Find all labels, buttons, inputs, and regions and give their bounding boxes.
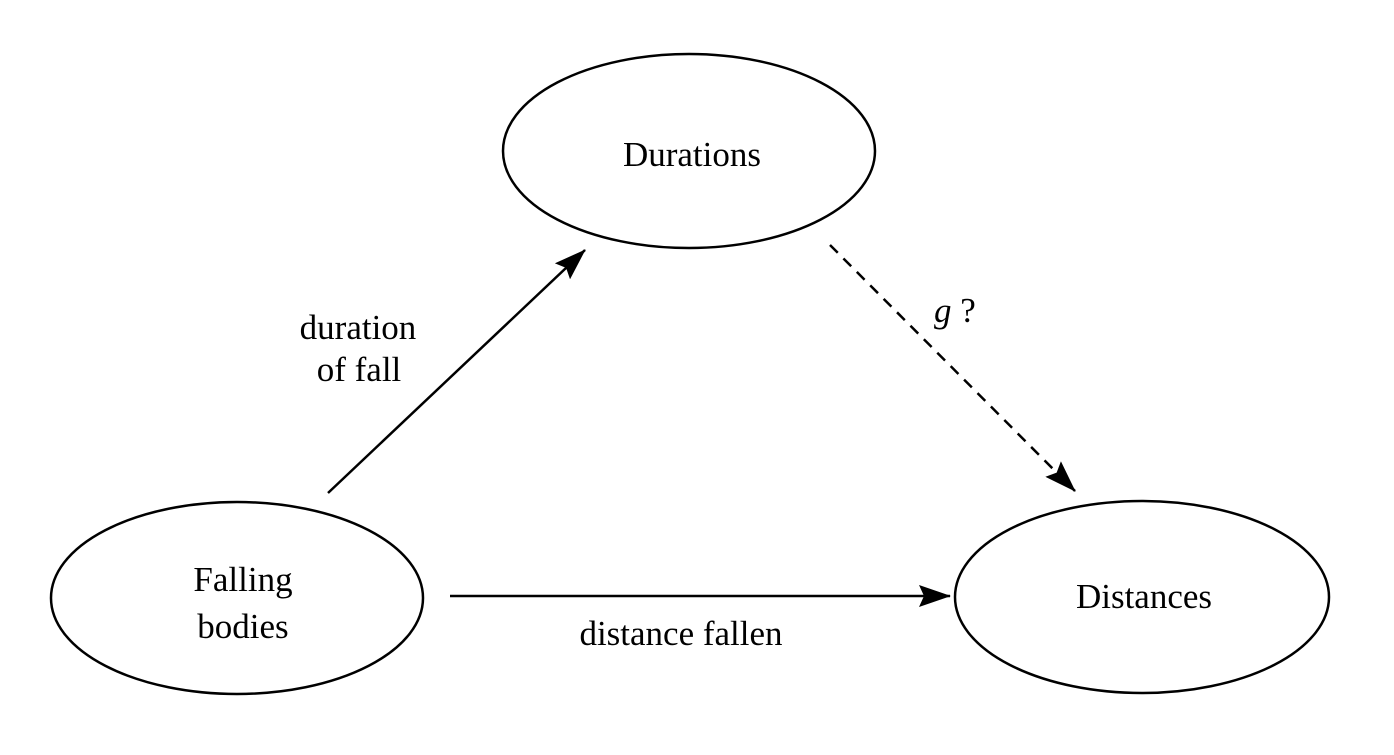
node-durations: Durations: [501, 52, 877, 250]
node-distances: Distances: [953, 499, 1331, 695]
node-falling-bodies-ellipse: [49, 500, 425, 696]
edge-duration-of-fall-label-line1: duration: [300, 308, 417, 347]
node-durations-ellipse: [501, 52, 877, 250]
edge-duration-of-fall: duration of fall: [300, 249, 586, 494]
edge-g-label: g ?: [934, 291, 976, 330]
edge-distance-fallen: distance fallen: [450, 585, 951, 653]
edge-g-symbol: g: [934, 291, 952, 330]
node-distances-label: Distances: [1076, 577, 1212, 616]
edge-duration-of-fall-label-line2: of fall: [317, 350, 402, 389]
edge-duration-of-fall-arrow: [327, 249, 586, 494]
node-falling-bodies-label-line2: bodies: [197, 607, 288, 646]
edge-g: g ?: [829, 244, 1076, 492]
edge-g-arrow: [829, 244, 1076, 492]
node-durations-label: Durations: [623, 135, 761, 174]
edge-g-suffix: ?: [952, 291, 976, 330]
edge-distance-fallen-label: distance fallen: [579, 614, 782, 653]
node-falling-bodies-label-line1: Falling: [193, 560, 292, 599]
node-falling-bodies: Falling bodies: [49, 500, 425, 696]
node-distances-ellipse: [953, 499, 1331, 695]
